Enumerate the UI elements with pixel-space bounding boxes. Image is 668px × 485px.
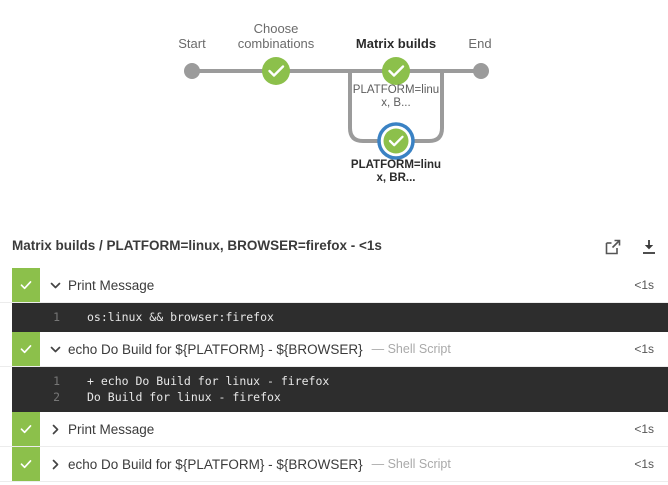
graph-node-start[interactable] [184,63,200,79]
check-icon [20,460,32,469]
step-label-wrap: Print Message [68,412,163,446]
console-line-number: 1 [53,310,60,324]
log-title: Matrix builds / PLATFORM=linux, BROWSER=… [12,238,382,253]
step-duration: <1s [634,342,654,356]
chevron-right-icon[interactable] [48,447,62,481]
status-badge-success [12,332,40,366]
pipeline-stage-graph: Start Choose combinations Matrix builds … [0,0,668,205]
status-badge-success [12,447,40,481]
stage-label-choose-combinations: Choose combinations [237,21,315,51]
graph-node-label-branch-2: PLATFORM=linu x, BR... [350,159,442,184]
step-label: echo Do Build for ${PLATFORM} - ${BROWSE… [68,456,363,472]
chevron-down-icon[interactable] [48,332,62,366]
status-badge-success [12,412,40,446]
chevron-down-icon[interactable] [48,268,62,302]
graph-node-choose-combinations[interactable] [262,57,290,85]
step-duration: <1s [634,278,654,292]
console-line-number: 1 [53,374,60,388]
step-label: Print Message [68,277,155,293]
chevron-right-icon[interactable] [48,412,62,446]
step-duration: <1s [634,422,654,436]
open-in-new-window-icon[interactable] [602,236,624,258]
console-line: 1 os:linux && browser:firefox [12,309,668,325]
graph-node-end[interactable] [473,63,489,79]
status-badge-success [12,268,40,302]
step-row[interactable]: Print Message <1s [0,268,668,303]
step-row[interactable]: echo Do Build for ${PLATFORM} - ${BROWSE… [0,447,668,482]
step-row[interactable]: Print Message <1s [0,412,668,447]
step-sublabel: — Shell Script [371,457,451,471]
step-duration: <1s [634,457,654,471]
console-line: 1 + echo Do Build for linux - firefox [12,373,668,389]
graph-node-matrix-branch-selected[interactable] [377,122,415,160]
step-label-wrap: echo Do Build for ${PLATFORM} - ${BROWSE… [68,332,451,366]
step-console-output[interactable]: 1 os:linux && browser:firefox [12,303,668,332]
download-logs-icon[interactable] [638,236,660,258]
step-sublabel: — Shell Script [371,342,451,356]
step-label-wrap: echo Do Build for ${PLATFORM} - ${BROWSE… [68,447,451,481]
step-label: Print Message [68,421,155,437]
log-header-actions [602,236,660,258]
edge-branch-up-right [396,71,444,143]
stage-label-matrix-builds: Matrix builds [355,36,437,51]
step-list: Print Message <1s 1 os:linux && browser:… [0,268,668,482]
console-line-number: 2 [53,390,60,404]
edge-branch-down-left [348,71,396,143]
graph-node-matrix-builds[interactable] [382,57,410,85]
console-line-text: + echo Do Build for linux - firefox [87,374,330,388]
log-header-bar: Matrix builds / PLATFORM=linux, BROWSER=… [0,228,668,268]
console-line-text: os:linux && browser:firefox [87,310,274,324]
step-label-wrap: Print Message [68,268,163,302]
check-icon [20,425,32,434]
step-row[interactable]: echo Do Build for ${PLATFORM} - ${BROWSE… [0,332,668,367]
console-line: 2 Do Build for linux - firefox [12,389,668,405]
step-console-output[interactable]: 1 + echo Do Build for linux - firefox 2 … [12,367,668,412]
graph-node-label-branch-1: PLATFORM=linu x, B... [352,84,440,109]
graph-edges-and-nodes [184,57,489,160]
console-line-text: Do Build for linux - firefox [87,390,281,404]
check-icon [20,281,32,290]
step-label: echo Do Build for ${PLATFORM} - ${BROWSE… [68,341,363,357]
check-icon [20,345,32,354]
stage-label-start: Start [178,36,206,51]
stage-label-end: End [468,36,492,51]
